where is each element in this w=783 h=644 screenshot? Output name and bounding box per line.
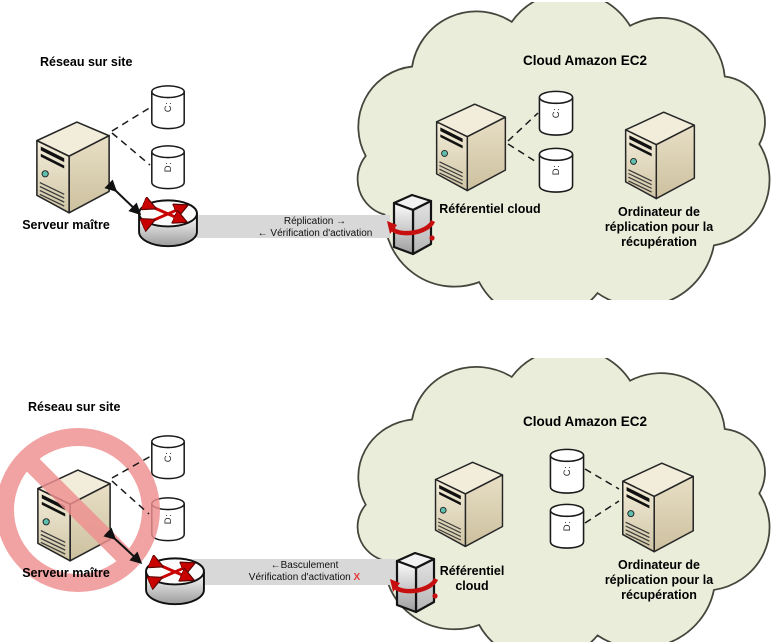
recovery-server-label-top: Ordinateur de réplication pour la récupé… bbox=[604, 205, 714, 249]
cloud-disk-c-label-top: C: bbox=[550, 107, 562, 119]
cloud-repo-server-icon-top bbox=[435, 103, 507, 192]
replication-link-band-top bbox=[168, 215, 390, 238]
master-server-label-top: Serveur maître bbox=[22, 218, 110, 232]
disk-d-label-top: D: bbox=[162, 161, 174, 173]
failed-x-mark: X bbox=[353, 571, 361, 583]
cloud-repo-label-top: Référentiel cloud bbox=[439, 202, 541, 216]
cloud-repo-server-icon-bottom bbox=[434, 461, 504, 548]
site-network-label-top: Réseau sur site bbox=[40, 55, 133, 69]
cloud-disk-d-icon-top: D: bbox=[537, 147, 575, 193]
disk-d-icon-top: D: bbox=[150, 144, 186, 190]
disk-c-icon-top: C: bbox=[150, 84, 186, 130]
disk-d-icon-bottom: D: bbox=[150, 496, 186, 542]
cloud-repo-label-bottom: Référentiel cloud bbox=[439, 564, 505, 593]
master-server-label-bottom: Serveur maître bbox=[22, 566, 110, 580]
dashed-link-master-d-bottom bbox=[111, 480, 150, 515]
cloud-title-top: Cloud Amazon EC2 bbox=[522, 53, 647, 68]
cloud-disk-d-label-bottom: D: bbox=[561, 520, 573, 532]
disk-c-icon-bottom: C: bbox=[150, 434, 186, 480]
site-network-label-bottom: Réseau sur site bbox=[28, 400, 121, 414]
cloud-disk-c-icon-top: C: bbox=[537, 90, 575, 136]
cloud-title-bottom: Cloud Amazon EC2 bbox=[522, 414, 647, 429]
disk-c-label-top: C: bbox=[162, 101, 174, 113]
replication-direction-label: Réplication → bbox=[283, 216, 347, 227]
router-icon-bottom bbox=[143, 555, 207, 609]
disk-c-label-bottom: C: bbox=[162, 451, 174, 463]
cloud-disk-c-icon-bottom: C: bbox=[548, 448, 586, 494]
replication-link-band-bottom bbox=[168, 559, 396, 585]
band-text-bottom: ←Basculement Vérification d'activation X bbox=[222, 560, 387, 583]
recovery-server-label-bottom: Ordinateur de réplication pour la récupé… bbox=[604, 558, 714, 602]
band-text-top: Réplication → ← Vérification d'activatio… bbox=[235, 216, 395, 239]
cloud-disk-c-label-bottom: C: bbox=[561, 465, 573, 477]
failover-direction-label: ←Basculement bbox=[270, 560, 339, 571]
cloud-disk-d-label-top: D: bbox=[550, 164, 562, 176]
router-icon-top bbox=[136, 197, 200, 251]
recovery-server-icon-bottom bbox=[621, 462, 695, 553]
activation-check-label-bottom: Vérification d'activation X bbox=[248, 571, 361, 583]
recovery-server-icon-top bbox=[624, 111, 696, 200]
master-server-icon-top bbox=[36, 121, 110, 214]
master-server-icon-bottom bbox=[37, 469, 111, 562]
server-router-arrow-bottom bbox=[103, 527, 143, 565]
cloud-disk-d-icon-bottom: D: bbox=[548, 503, 586, 549]
activation-check-label-top: ← Vérification d'activation bbox=[257, 227, 373, 239]
disk-d-label-bottom: D: bbox=[162, 513, 174, 525]
